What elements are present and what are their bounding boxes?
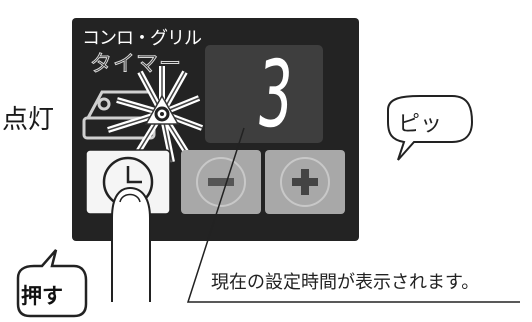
- display-window: [205, 45, 323, 143]
- timer-small-label: コンロ・グリル: [82, 28, 202, 49]
- pressing-finger: [111, 186, 151, 302]
- caption-text: 現在の設定時間が表示されます。: [211, 272, 480, 293]
- finger-nail: [119, 193, 141, 203]
- press-bubble: [16, 249, 88, 318]
- beep-bubble: [387, 95, 474, 161]
- lamp-icon: [144, 94, 180, 125]
- beep-text: ピッ: [398, 112, 443, 137]
- caption-leader-line: [186, 127, 520, 303]
- timer-large-label: タイマー: [89, 52, 183, 77]
- plus-icon: [280, 157, 330, 207]
- lit-label: 点灯: [2, 105, 55, 135]
- minus-icon: [196, 157, 246, 207]
- press-text: 押す: [21, 284, 63, 308]
